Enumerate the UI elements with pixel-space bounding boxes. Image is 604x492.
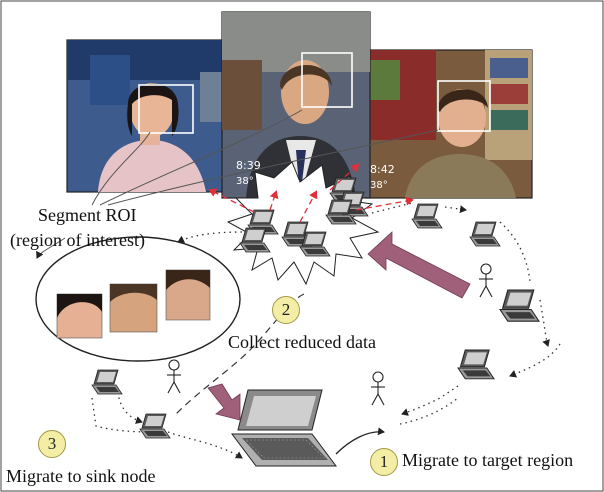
collect-path bbox=[175, 293, 305, 415]
roi-box-center bbox=[301, 52, 353, 108]
roi-callout-lines bbox=[36, 109, 439, 259]
label-migrate-to-sink: Migrate to sink node bbox=[6, 466, 156, 486]
face-thumbnails bbox=[56, 269, 211, 339]
sink-laptop bbox=[231, 389, 337, 467]
overlay-temp-right: 38° bbox=[370, 180, 388, 191]
label-collect-reduced-data: Collect reduced data bbox=[228, 332, 376, 352]
video-frame-center bbox=[221, 11, 371, 199]
video-frame-right bbox=[365, 49, 533, 199]
network-paths bbox=[91, 202, 561, 459]
overlay-temp-center: 38° bbox=[236, 176, 254, 187]
migration-arrow-small bbox=[207, 383, 241, 421]
roi-box-left bbox=[138, 84, 194, 134]
label-region-of-interest: (region of interest) bbox=[10, 230, 145, 250]
target-path bbox=[399, 397, 459, 425]
video-frame-left bbox=[66, 39, 238, 193]
overlay-time-right: 8:42 bbox=[370, 163, 395, 176]
roi-box-right bbox=[437, 80, 491, 132]
step-badge-1: 1 bbox=[370, 448, 398, 476]
overlay-time-center: 8:39 bbox=[236, 159, 261, 172]
upload-arrows bbox=[208, 163, 414, 223]
label-segment-roi: Segment ROI bbox=[38, 205, 137, 225]
step1-arrow bbox=[335, 427, 385, 455]
step-badge-2: 2 bbox=[272, 296, 300, 324]
label-migrate-to-target: Migrate to target region bbox=[402, 450, 574, 470]
step-badge-3: 3 bbox=[38, 430, 66, 458]
migration-arrow-big bbox=[367, 231, 471, 299]
